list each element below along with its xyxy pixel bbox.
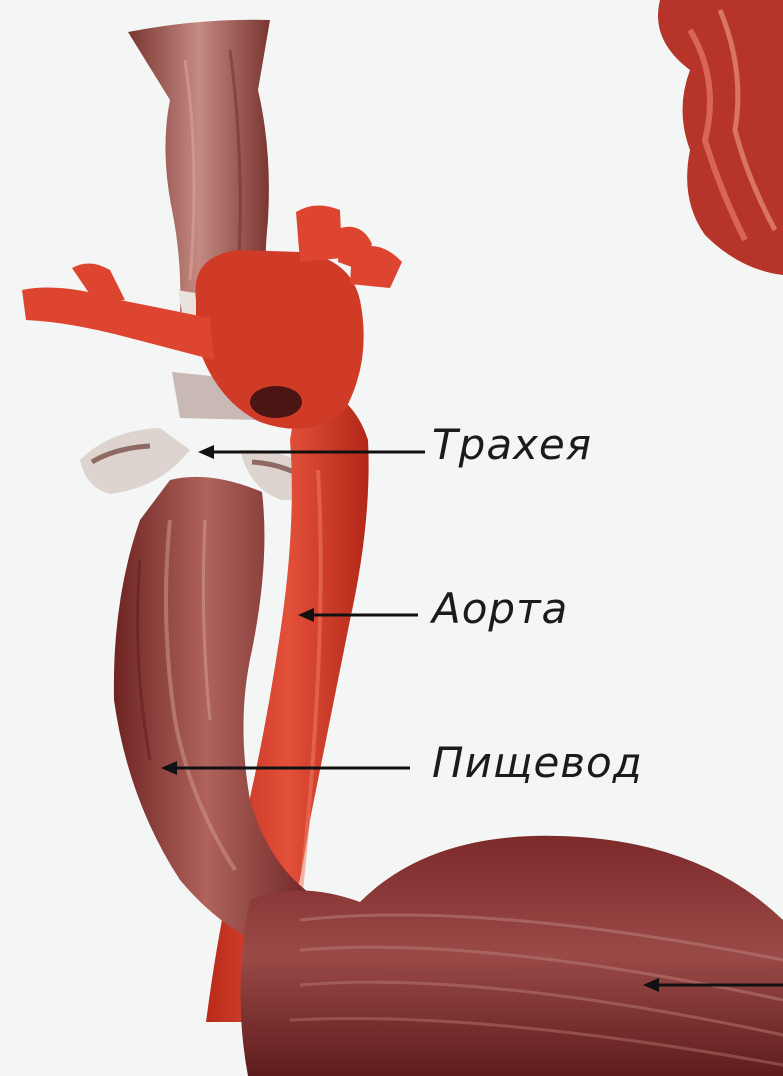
stomach	[240, 836, 783, 1076]
trachea-label: Трахея	[432, 420, 592, 469]
heart-fragment	[658, 0, 783, 275]
esophagus-label: Пищевод	[432, 738, 643, 787]
aorta-label: Аорта	[432, 584, 568, 633]
